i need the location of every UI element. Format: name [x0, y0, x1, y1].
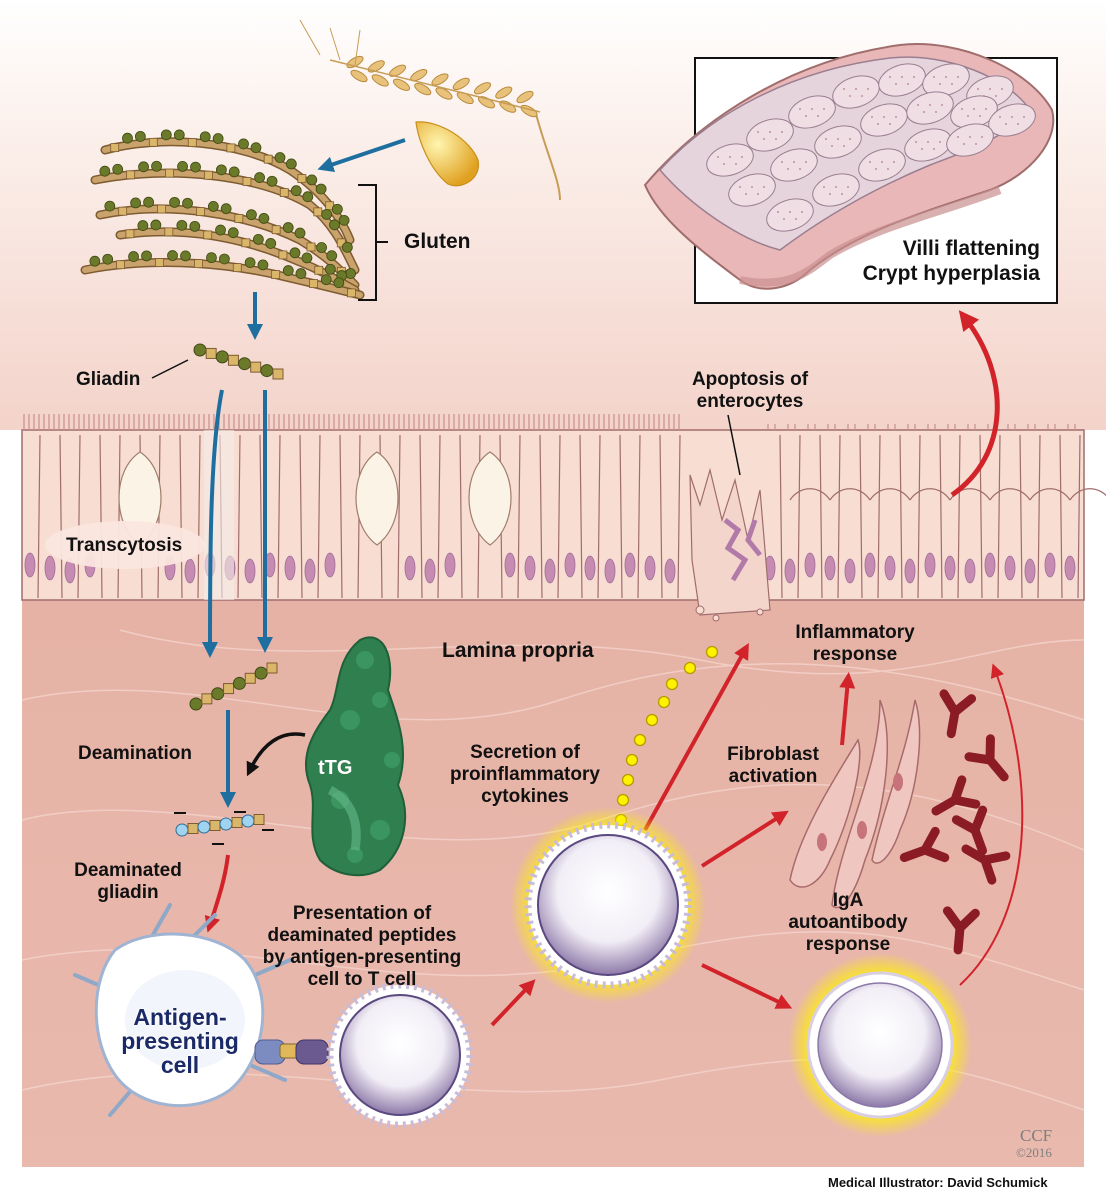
deamination-arrow [246, 732, 306, 777]
inflammatory-label: Inflammatory response [795, 622, 915, 665]
secretion-label: Secretion of proinflammatory cytokines [450, 742, 600, 807]
mhc-tcr-complex [254, 1039, 329, 1065]
activated-t-cell [510, 807, 706, 1003]
transcytosis-label: Transcytosis [66, 535, 183, 556]
gliadin-peptides [189, 343, 284, 711]
iga-antibodies [899, 689, 1011, 955]
red-arrows [204, 310, 1000, 1027]
apc-label: Antigen- presenting cell [121, 1004, 239, 1078]
villi-inset-box [643, 43, 1058, 304]
gluten-drop-icon [415, 121, 479, 187]
villi-box-label: Villi flattening Crypt hyperplasia [862, 237, 1040, 285]
fibroblast-label: Fibroblast activation [727, 744, 819, 787]
epithelium [21, 414, 1106, 622]
gluten-label: Gluten [404, 230, 471, 253]
ttg-enzyme-icon [305, 636, 407, 877]
presentation-label: Presentation of deaminated peptides by a… [262, 903, 462, 990]
illustrator-credit: Medical Illustrator: David Schumick [828, 1175, 1048, 1190]
fibroblasts [789, 699, 921, 909]
t-cell [326, 981, 474, 1129]
gliadin-label: Gliadin [76, 369, 141, 390]
ccf-mark: CCF [1020, 1126, 1053, 1145]
ccf-year: ©2016 [1016, 1145, 1052, 1160]
deamination-label: Deamination [78, 743, 193, 764]
deaminated-gliadin-label: Deaminated gliadin [74, 860, 182, 903]
deaminated-gliadin-peptide [174, 811, 274, 845]
plasma-cell [788, 953, 972, 1137]
transcytosis-highlight [45, 521, 205, 569]
goblet-cells [118, 451, 512, 546]
ttg-label: tTG [318, 757, 353, 779]
iga-label: IgA autoantibody response [788, 890, 908, 955]
wheat-stalk-icon [299, 19, 561, 201]
blue-arrows [202, 138, 406, 808]
apoptosis-label: Apoptosis of enterocytes [691, 369, 809, 412]
gluten-bracket [358, 184, 388, 301]
gliadin-leader-line [151, 359, 189, 379]
gluten-strands [80, 129, 365, 300]
iga-to-inflammation-arrow [959, 663, 1024, 986]
antigen-presenting-cell [73, 903, 292, 1117]
apoptotic-enterocytes [689, 467, 771, 622]
lamina-propria-label: Lamina propria [442, 639, 594, 662]
